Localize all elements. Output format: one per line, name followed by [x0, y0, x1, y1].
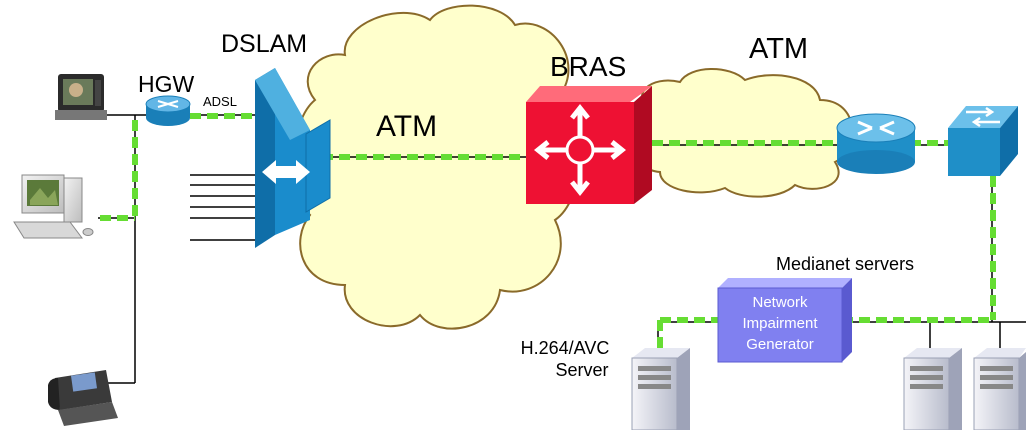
- atm-left-label: ATM: [376, 110, 437, 143]
- dslam-icon: [255, 68, 331, 248]
- nig-label-line1: Network: [752, 294, 808, 311]
- hgw-router-icon: [145, 95, 191, 126]
- atm-cloud-right: [635, 68, 854, 198]
- tv-set-top-box-icon: [55, 74, 107, 120]
- nig-label-line2: Impairment: [742, 315, 818, 332]
- media-path: [100, 113, 996, 355]
- bras-router-icon: [526, 86, 652, 204]
- server-tower-icon: [903, 348, 962, 430]
- adsl-label: ADSL: [203, 94, 237, 109]
- h264-label-line1: H.264/AVC: [521, 338, 610, 358]
- bras-label: BRAS: [550, 51, 626, 82]
- h264-label-line2: Server: [555, 360, 608, 380]
- dslam-label: DSLAM: [221, 30, 307, 58]
- nig-label-line3: Generator: [746, 336, 814, 353]
- edge-router-icon: [836, 113, 916, 174]
- lan-switch-icon: [948, 106, 1018, 176]
- medianet-servers-label: Medianet servers: [776, 254, 914, 274]
- hgw-label: HGW: [138, 71, 195, 97]
- server-tower-icon: [631, 348, 690, 430]
- network-impairment-generator: [717, 278, 852, 363]
- atm-right-label: ATM: [749, 33, 808, 65]
- server-tower-icon: [973, 348, 1026, 430]
- desktop-pc-icon: [13, 174, 94, 239]
- ip-phone-icon: [48, 370, 118, 426]
